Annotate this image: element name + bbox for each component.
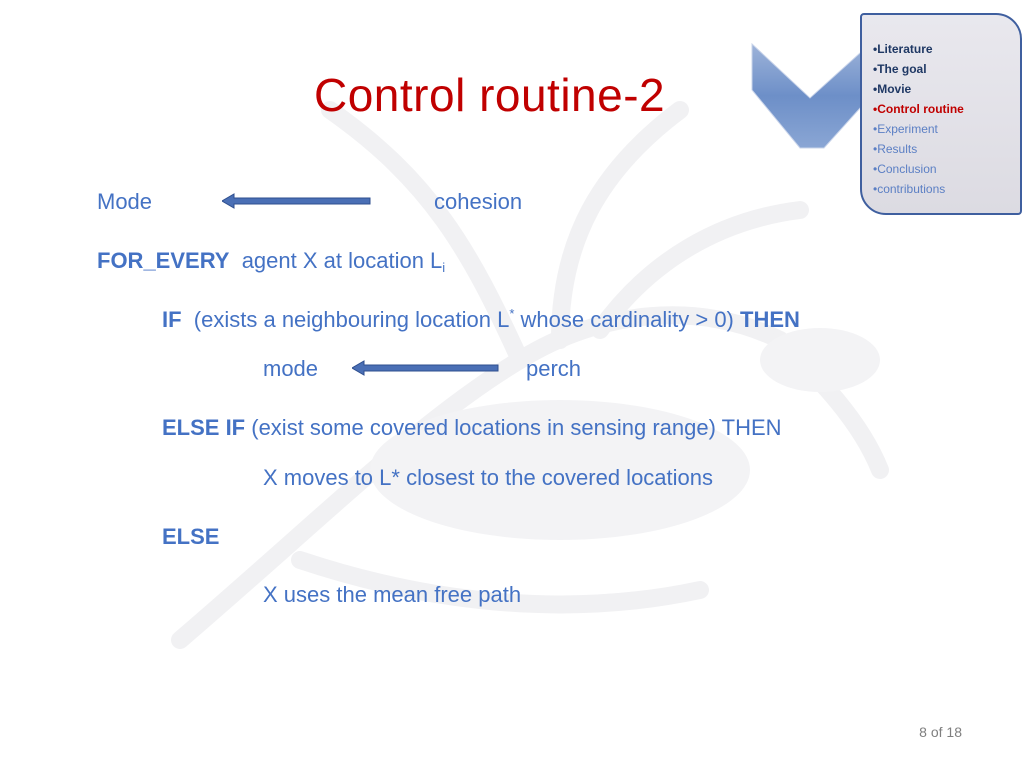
if-keyword: IF: [162, 307, 182, 332]
then-keyword: THEN: [740, 307, 800, 332]
cohesion-label: cohesion: [434, 189, 523, 214]
if-text-before: (exists a neighbouring location L: [193, 307, 510, 332]
agenda-item: •Control routine: [873, 102, 964, 116]
if-line: IF (exists a neighbouring location L* wh…: [162, 306, 800, 333]
agenda-item: •Results: [873, 142, 918, 156]
page-number: 8 of 18: [919, 724, 962, 740]
agenda-item: •contributions: [873, 182, 946, 196]
if-text-after: whose cardinality > 0): [514, 307, 740, 332]
if-superscript: *: [509, 306, 515, 321]
for-every-keyword: FOR_EVERY: [97, 248, 230, 273]
else-keyword: ELSE: [162, 524, 220, 549]
mode-sub-label: mode: [263, 356, 319, 381]
left-arrow-icon: [222, 193, 371, 209]
agenda-item: •Literature: [873, 42, 933, 56]
agenda-item: •Movie: [873, 82, 912, 96]
for-every-subscript: i: [442, 260, 446, 275]
for-every-text: agent X at location L: [241, 248, 443, 273]
perch-label: perch: [526, 356, 582, 381]
for-every-line: FOR_EVERY agent X at location Li: [97, 248, 445, 275]
mode-label: Mode: [97, 189, 153, 214]
else-if-keyword: ELSE IF: [162, 415, 246, 440]
chevron-down-icon: [751, 42, 881, 149]
mean-free-path-line: X uses the mean free path: [263, 582, 522, 607]
agenda-item: •Conclusion: [873, 162, 937, 176]
slide-title: Control routine-2: [314, 69, 666, 121]
agenda-list: •Literature •The goal •Movie •Control routi…: [862, 15, 1020, 199]
agenda-item: •Experiment: [873, 122, 938, 136]
left-arrow-icon: [352, 360, 499, 376]
else-if-text: (exist some covered locations in sensing…: [251, 415, 782, 440]
agenda-item: •The goal: [873, 62, 927, 76]
else-if-line: ELSE IF (exist some covered locations in…: [162, 415, 782, 441]
moves-line: X moves to L* closest to the covered loc…: [263, 465, 714, 490]
agenda-panel: •Literature •The goal •Movie •Control routi…: [860, 13, 1022, 215]
